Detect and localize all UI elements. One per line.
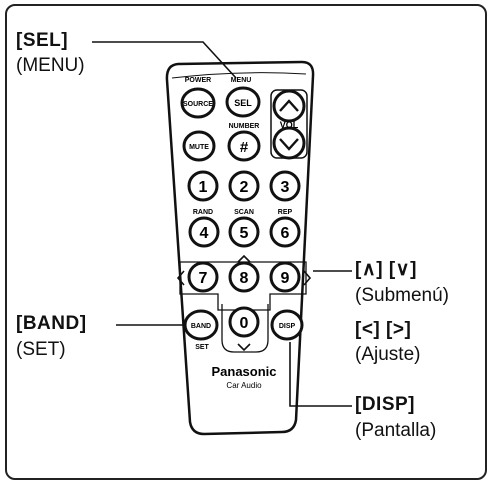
- right-arrow-icon: [303, 270, 312, 286]
- band-button: [183, 309, 219, 341]
- leftright-callout-desc: (Ajuste): [355, 344, 421, 365]
- leftright-callout-key: [<] [>]: [355, 319, 412, 340]
- mute-label: MUTE: [189, 144, 209, 151]
- updown-callout-desc: (Submenú): [355, 285, 449, 306]
- disp-callout-key: [DISP]: [355, 394, 415, 415]
- vol-label: VOL: [280, 120, 299, 130]
- left-arrow-icon: [176, 270, 185, 286]
- digit-0-button: [228, 306, 260, 338]
- down-arrow-icon: [237, 343, 251, 352]
- rep-label: REP: [278, 209, 293, 216]
- digit-9-button: [269, 261, 301, 293]
- sel-button: [225, 86, 261, 118]
- number-button: [227, 130, 261, 162]
- vol-up-icon: [279, 99, 299, 112]
- digit-1-button: [187, 170, 219, 202]
- band-button-label: BAND: [191, 323, 211, 330]
- band-callout-key: [BAND]: [16, 313, 87, 334]
- up-arrow-icon: [237, 254, 251, 263]
- digit-0-label: 0: [240, 315, 249, 332]
- digit-7-button: [187, 261, 219, 293]
- digit-7-label: 7: [199, 270, 208, 287]
- diagram-frame: [5, 4, 487, 480]
- sel-button-label: SEL: [234, 98, 252, 108]
- menu-label: MENU: [231, 77, 252, 84]
- digit-6-button: [269, 216, 301, 248]
- digit-1-label: 1: [199, 179, 208, 196]
- cursor-frame: [179, 261, 307, 311]
- updown-callout-key: [∧] [∨]: [355, 259, 417, 280]
- band-callout-desc: (SET): [16, 339, 66, 360]
- digit-4-button: [188, 216, 220, 248]
- digit-4-label: 4: [200, 225, 209, 242]
- digit-3-label: 3: [281, 179, 290, 196]
- digit-3-button: [269, 170, 301, 202]
- zero-frame: [221, 304, 269, 353]
- number-button-label: #: [240, 139, 249, 156]
- digit-6-label: 6: [281, 225, 290, 242]
- digit-8-button: [228, 261, 260, 293]
- sel-leader-line: [92, 41, 237, 79]
- disp-leader-line: [289, 342, 352, 407]
- brand-logo: Panasonic: [211, 364, 276, 379]
- digit-8-label: 8: [240, 270, 249, 287]
- sub-brand: Car Audio: [226, 381, 262, 390]
- vol-up-button: [272, 89, 306, 123]
- digit-5-button: [228, 216, 260, 248]
- mute-button: [182, 130, 216, 162]
- disp-button: [270, 309, 304, 341]
- disp-button-label: DISP: [279, 323, 296, 330]
- disp-callout-desc: (Pantalla): [355, 420, 437, 441]
- sel-callout-desc: (MENU): [16, 55, 85, 76]
- vol-down-button: [272, 126, 306, 160]
- source-button: [180, 87, 216, 119]
- vol-down-icon: [279, 138, 299, 151]
- digit-2-button: [228, 170, 260, 202]
- source-label: SOURCE: [183, 101, 213, 108]
- power-label: POWER: [185, 77, 211, 84]
- digit-5-label: 5: [240, 225, 249, 242]
- rand-label: RAND: [193, 209, 213, 216]
- digit-9-label: 9: [281, 270, 290, 287]
- sel-callout-key: [SEL]: [16, 30, 69, 51]
- set-label: SET: [195, 344, 209, 351]
- number-label: NUMBER: [229, 123, 260, 130]
- scan-label: SCAN: [234, 209, 254, 216]
- digit-2-label: 2: [240, 179, 249, 196]
